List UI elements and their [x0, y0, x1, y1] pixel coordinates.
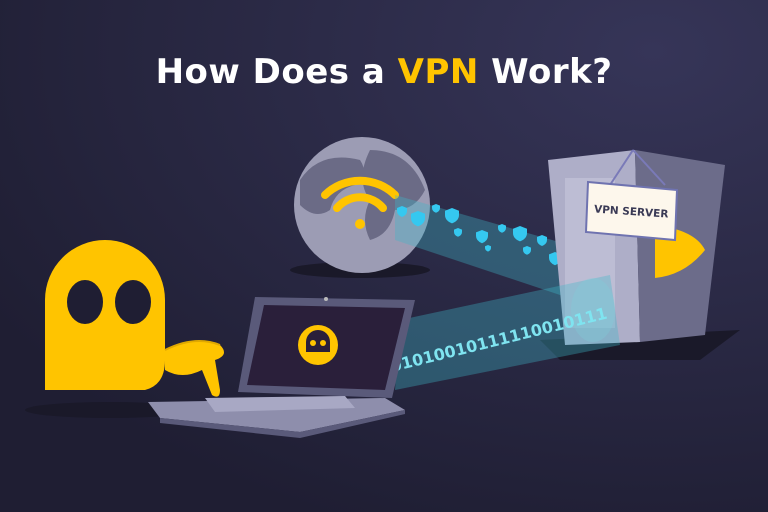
shield-icon — [476, 230, 488, 244]
server-sign — [584, 180, 679, 242]
shield-icon — [537, 235, 547, 246]
cyberghost-logo — [298, 325, 338, 365]
shield-icon — [454, 228, 462, 237]
shield-icon — [485, 245, 491, 252]
ghost-eye-left — [67, 280, 103, 324]
stream-portal — [571, 278, 615, 342]
server-sign-label: VPN SERVER — [594, 203, 669, 220]
shield-icon — [432, 204, 440, 213]
shield-packets — [397, 204, 561, 266]
shield-icon — [445, 208, 459, 224]
ghost-eye-right — [115, 280, 151, 324]
ghost-mascot — [45, 240, 224, 397]
vpn-server: VPN SERVER — [548, 149, 725, 345]
binary-stream — [395, 275, 620, 390]
wifi-icon — [321, 176, 399, 229]
shield-icon — [513, 226, 527, 242]
title-suffix: Work? — [478, 52, 613, 92]
shield-icon — [411, 211, 425, 227]
laptop — [148, 297, 415, 438]
shield-icon — [397, 206, 407, 217]
title-highlight: VPN — [397, 52, 479, 92]
shield-icon — [498, 224, 506, 233]
page-title: How Does a VPN Work? — [0, 52, 768, 92]
title-prefix: How Does a — [155, 52, 398, 92]
ghost-hand — [165, 341, 224, 397]
shield-icon — [523, 246, 531, 255]
